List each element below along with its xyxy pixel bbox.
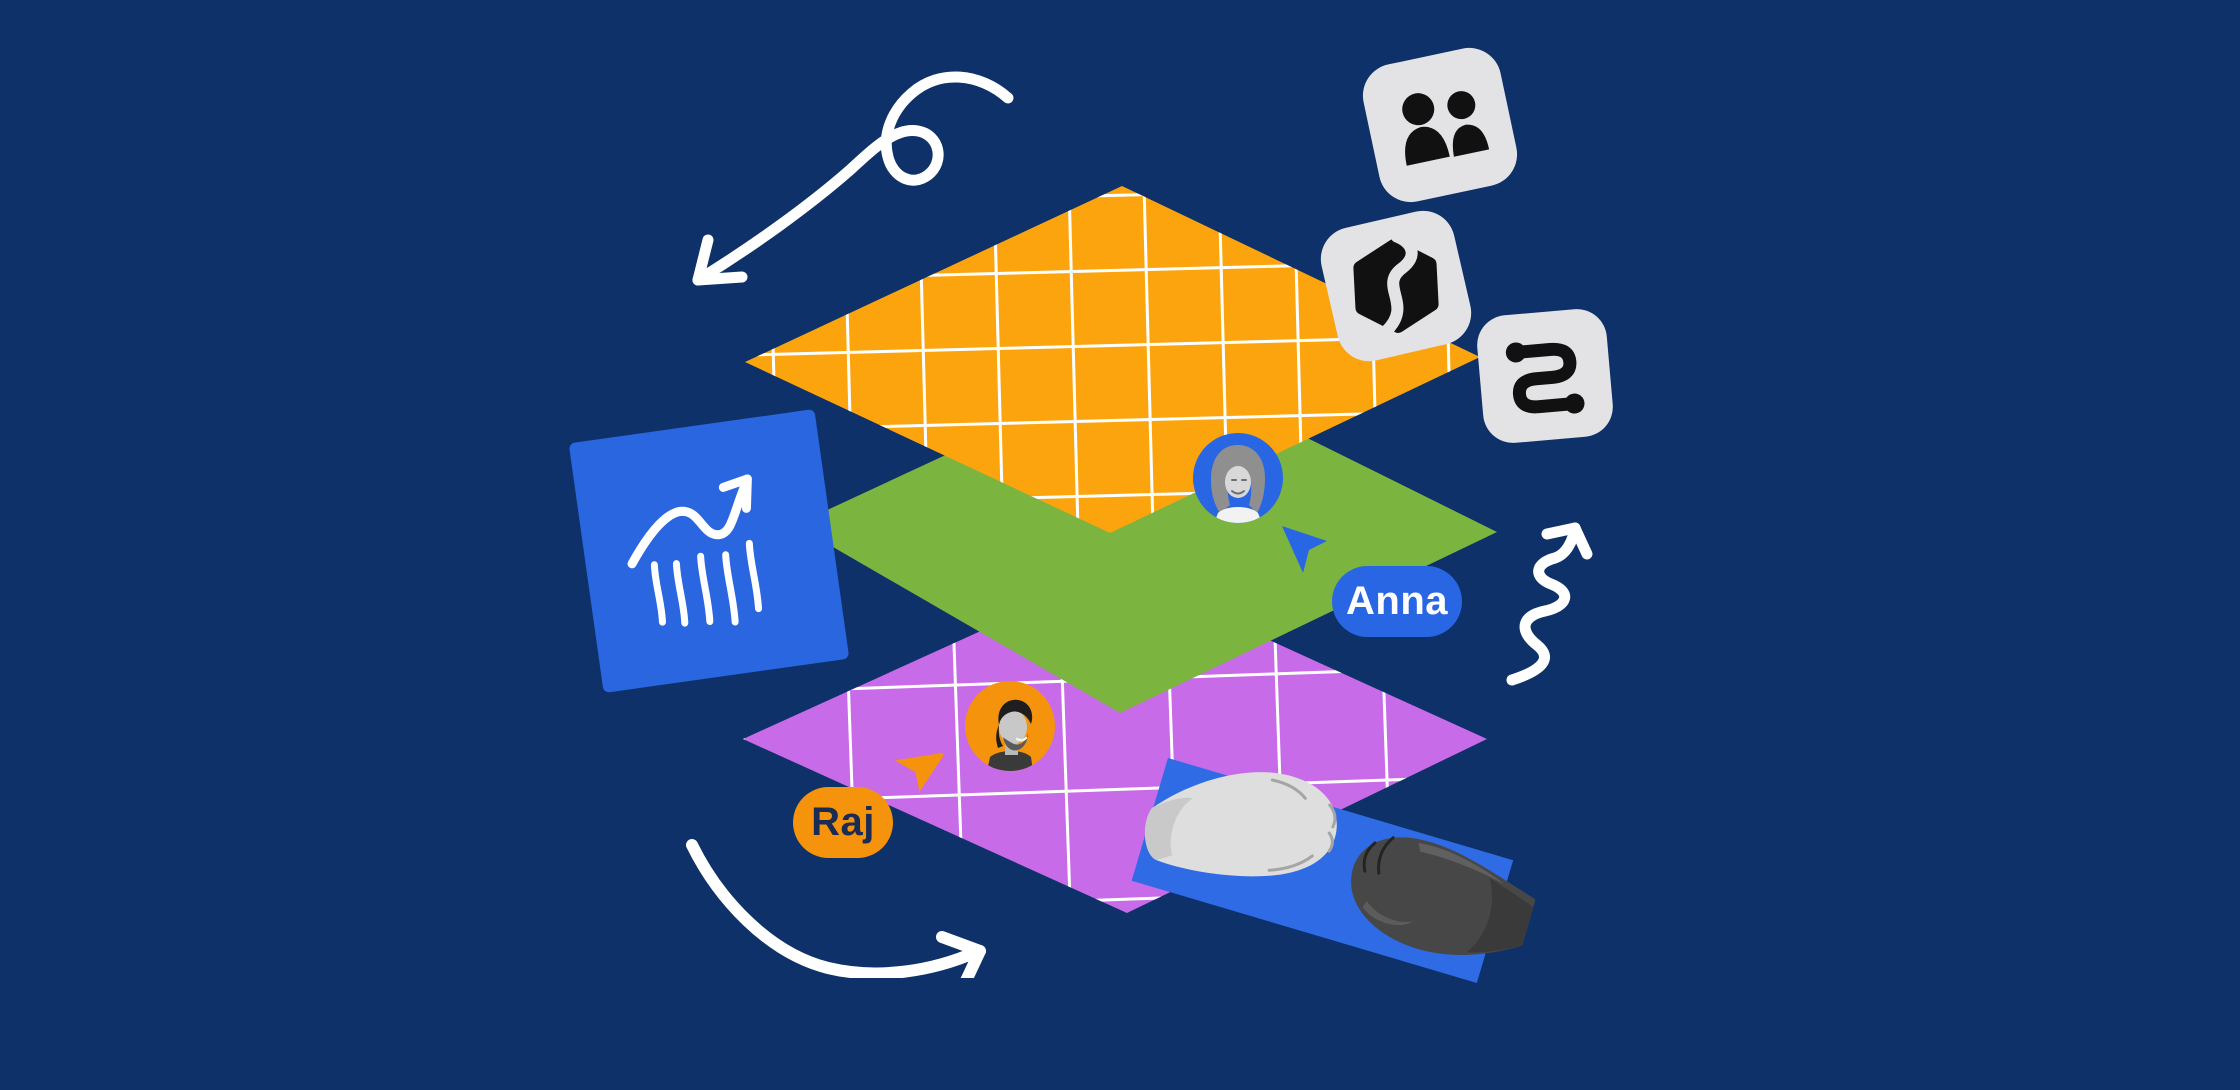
avatar-anna-portrait [1211,445,1265,523]
avatar-raj-portrait [987,699,1033,771]
name-tag-anna-label: Anna [1346,579,1448,623]
cursor-raj [894,752,943,792]
cursor-anna [1282,526,1327,573]
hexagon-logo-glyph [1353,230,1439,338]
name-tag-anna: Anna [1332,566,1462,637]
avatar-raj [965,681,1055,771]
hexagon-logo-icon [1314,204,1478,368]
fist-bump-photo [1144,772,1535,955]
connector-squiggle-icon [1474,306,1616,446]
chart-sticky-card [568,408,850,694]
connector-squiggle-glyph [1505,342,1585,414]
hand-drawn-chart-icon [627,474,763,627]
team-icon [1356,41,1524,209]
name-tag-raj: Raj [793,787,893,858]
avatar-anna [1193,433,1283,523]
doodle-arrow-bottom [686,839,986,978]
doodle-arrow-squiggle-right [1506,522,1593,686]
team-icon-glyph [1402,91,1490,166]
doodle-arrow-top-left [692,71,1014,286]
name-tag-raj-label: Raj [811,800,875,844]
